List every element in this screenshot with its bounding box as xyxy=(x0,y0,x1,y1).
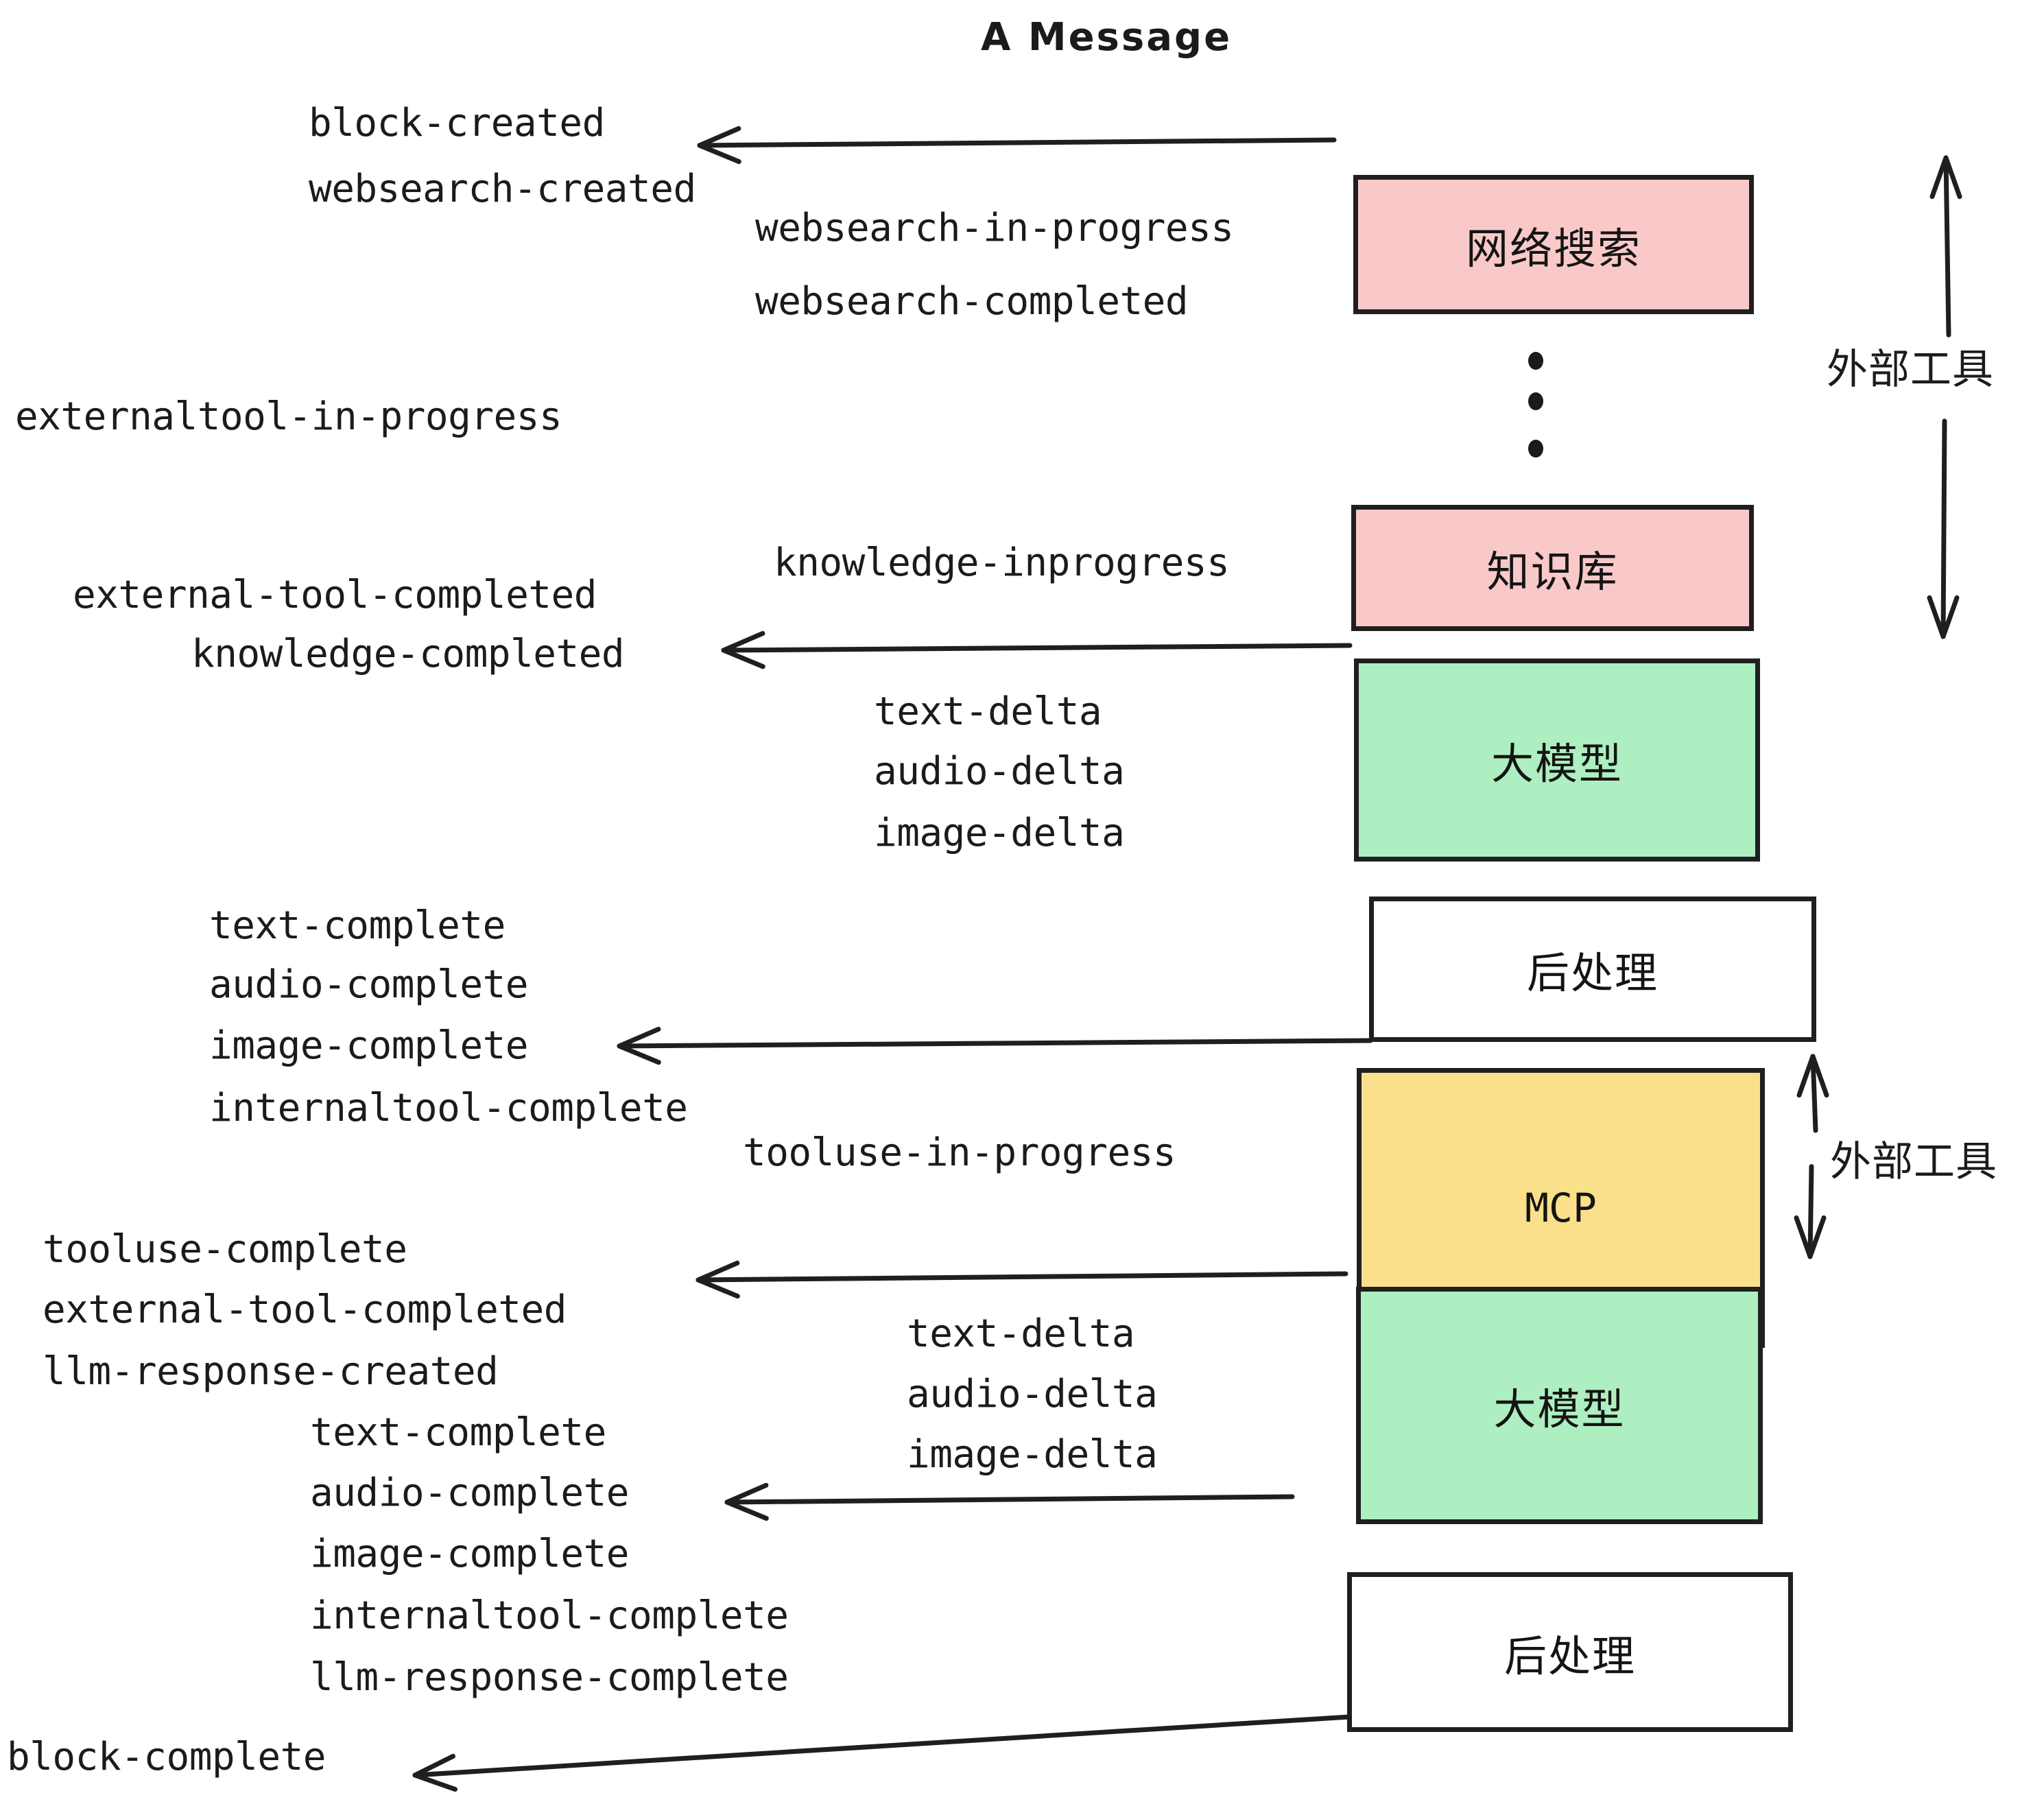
event-label-audio-delta-1: audio-delta xyxy=(874,749,1125,794)
event-label-audio-delta-2: audio-delta xyxy=(907,1372,1158,1416)
event-label-text-complete-1: text-complete xyxy=(209,903,506,948)
event-label-internaltool-complete-2: internaltool-complete xyxy=(310,1593,789,1638)
event-label-image-complete-2: image-complete xyxy=(310,1532,630,1576)
event-label-websearch-created: websearch-created xyxy=(309,167,696,211)
box-label-llm-top: 大模型 xyxy=(1490,739,1623,789)
event-label-image-delta-2: image-delta xyxy=(907,1432,1158,1477)
event-label-knowledge-completed: knowledge-completed xyxy=(191,632,625,676)
box-label-mcp: MCP xyxy=(1525,1185,1597,1231)
external-tools-arrow-top xyxy=(1927,155,1962,639)
box-label-knowledge: 知识库 xyxy=(1486,547,1619,597)
side-label-external-tools-top: 外部工具 xyxy=(1827,346,1994,394)
ellipsis-dot-3 xyxy=(1528,440,1543,458)
arrow-block-created xyxy=(697,126,1337,165)
event-label-audio-complete-1: audio-complete xyxy=(209,962,529,1007)
event-label-external-tool-completed-1: external-tool-completed xyxy=(73,573,597,617)
event-label-block-complete: block-complete xyxy=(7,1735,326,1779)
event-label-websearch-in-progress: websearch-in-progress xyxy=(755,206,1234,250)
side-label-external-tools-bottom: 外部工具 xyxy=(1830,1138,1997,1186)
event-label-tooluse-in-progress: tooluse-in-progress xyxy=(743,1130,1176,1175)
event-label-internaltool-complete-1: internaltool-complete xyxy=(209,1086,688,1130)
event-label-tooluse-complete: tooluse-complete xyxy=(43,1227,407,1272)
event-label-image-complete-1: image-complete xyxy=(209,1023,529,1068)
box-label-llm-bottom: 大模型 xyxy=(1493,1384,1626,1434)
page-title: A Message xyxy=(981,15,1233,60)
event-label-image-delta-1: image-delta xyxy=(874,811,1125,855)
box-postprocess-top: 后处理 xyxy=(1369,897,1816,1042)
arrow-tooluse-complete xyxy=(696,1260,1348,1299)
box-llm-bottom: 大模型 xyxy=(1356,1287,1763,1524)
box-knowledge: 知识库 xyxy=(1351,505,1754,631)
event-label-block-created: block-created xyxy=(309,101,605,145)
ellipsis-dot-1 xyxy=(1528,352,1543,370)
event-label-externaltool-in-progress: externaltool-in-progress xyxy=(15,394,562,439)
event-label-llm-response-complete: llm-response-complete xyxy=(310,1655,789,1700)
box-llm-top: 大模型 xyxy=(1354,658,1760,862)
box-postprocess-bottom: 后处理 xyxy=(1347,1572,1793,1732)
event-label-websearch-completed: websearch-completed xyxy=(755,279,1189,324)
box-websearch: 网络搜索 xyxy=(1353,175,1754,314)
arrow-image-complete xyxy=(617,1026,1373,1065)
event-label-text-complete-2: text-complete xyxy=(310,1410,606,1455)
event-label-knowledge-inprogress: knowledge-inprogress xyxy=(774,541,1230,585)
box-label-websearch: 网络搜索 xyxy=(1465,223,1641,274)
box-label-postprocess-top: 后处理 xyxy=(1526,948,1659,998)
arrow-knowledge-completed xyxy=(721,630,1353,669)
event-label-text-delta-2: text-delta xyxy=(907,1312,1135,1356)
ellipsis-dot-2 xyxy=(1528,392,1543,410)
box-label-postprocess-bottom: 后处理 xyxy=(1504,1630,1636,1681)
arrow-block-complete xyxy=(412,1714,1352,1792)
arrow-audio-complete xyxy=(724,1482,1295,1521)
external-tools-arrow-bottom xyxy=(1794,1054,1829,1259)
event-label-text-delta-1: text-delta xyxy=(874,689,1102,734)
event-label-audio-complete-2: audio-complete xyxy=(310,1471,630,1515)
event-label-external-tool-completed-2: external-tool-completed xyxy=(43,1287,567,1332)
event-label-llm-response-created: llm-response-created xyxy=(43,1349,499,1394)
